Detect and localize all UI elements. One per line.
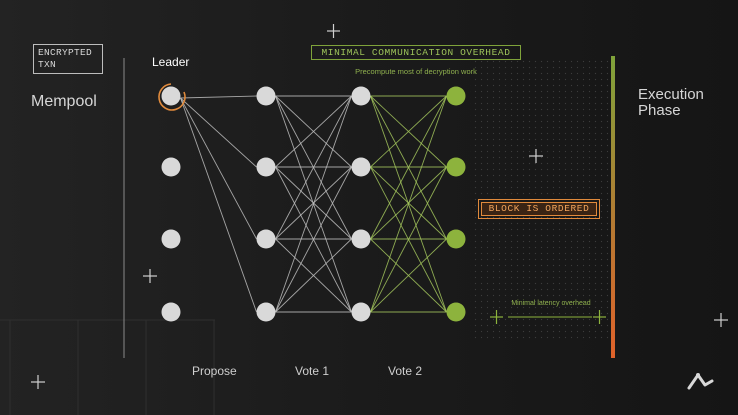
vote1-edge: [275, 166, 352, 313]
block-ordered-text: BLOCK IS ORDERED: [481, 202, 597, 216]
mempool-label: Mempool: [31, 93, 97, 110]
block-ordered-badge: BLOCK IS ORDERED: [478, 199, 600, 219]
propose-edge: [180, 97, 257, 240]
leader-label: Leader: [152, 55, 190, 69]
validator-node: [351, 157, 371, 177]
validator-node: [256, 157, 276, 177]
vote2-edge: [370, 95, 447, 240]
plus-icon: [31, 375, 45, 389]
encrypted-line-2: TXN: [38, 59, 57, 70]
vote2-edge: [370, 95, 447, 168]
vote2-edges: [370, 95, 447, 313]
propose-edge: [180, 97, 257, 313]
validator-node: [446, 157, 466, 177]
encrypted-txn-label: ENCRYPTED TXN: [33, 44, 103, 74]
validator-node: [446, 302, 466, 322]
plus-icon: [593, 310, 606, 324]
execution-line-2: Phase: [638, 102, 681, 119]
precompute-caption: Precompute most of decryption work: [355, 67, 477, 76]
propose-vote1-edges: [180, 95, 352, 313]
vote1-edge: [275, 95, 352, 313]
plus-icon: [327, 24, 340, 38]
validator-node: [446, 229, 466, 249]
validator-node: [351, 229, 371, 249]
vote1-edge: [275, 95, 352, 168]
phase-label-vote1: Vote 1: [295, 364, 330, 378]
validator-node: [161, 229, 181, 249]
execution-phase-label: Execution Phase: [638, 87, 728, 119]
validator-node: [161, 302, 181, 322]
vote1-edge: [275, 238, 352, 313]
background-grid: [0, 319, 215, 415]
propose-edge: [180, 95, 257, 99]
nodes: [161, 86, 466, 322]
vote2-edge: [370, 238, 447, 313]
communication-overhead-label: MINIMAL COMMUNICATION OVERHEAD: [311, 45, 521, 60]
vote2-edge: [370, 95, 447, 313]
vote1-edge: [275, 95, 352, 240]
vote2-edge: [370, 166, 447, 313]
validator-node: [256, 86, 276, 106]
validator-node: [446, 86, 466, 106]
execution-bar: [611, 56, 615, 358]
leader-node: [161, 86, 181, 106]
plus-icon: [143, 269, 157, 283]
phase-label-vote2: Vote 2: [388, 364, 423, 378]
logo-icon: [687, 373, 714, 390]
phase-label-propose: Propose: [192, 364, 237, 378]
execution-line-1: Execution: [638, 86, 704, 103]
leader-ring: [158, 83, 186, 111]
validator-node: [351, 86, 371, 106]
plus-icon: [714, 313, 728, 327]
validator-node: [256, 302, 276, 322]
encrypted-line-1: ENCRYPTED: [38, 47, 93, 58]
latency-caption: Minimal latency overhead: [511, 300, 591, 307]
validator-node: [256, 229, 276, 249]
validator-node: [161, 157, 181, 177]
plus-icon: [529, 149, 543, 163]
plus-icon: [490, 310, 503, 324]
propose-edge: [180, 97, 257, 168]
validator-node: [351, 302, 371, 322]
dot-grid: [470, 60, 610, 340]
